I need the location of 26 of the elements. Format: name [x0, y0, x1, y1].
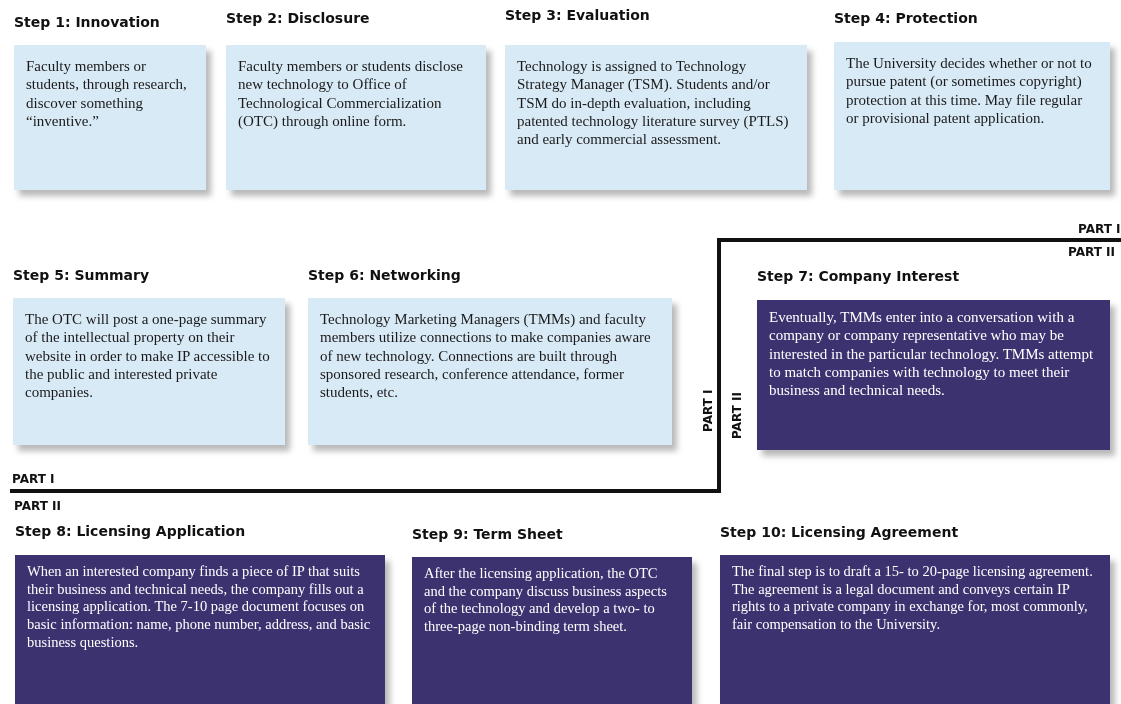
step-heading: Step 6: Networking [308, 267, 461, 283]
step-description: When an interested company finds a piece of IP that suits their business and technical needs, the company fills out a licensing application. The 7-10 page document focuses on basic information: name, phone number, address, and basic business questions. [27, 563, 372, 652]
step-description: Eventually, TMMs enter into a conversation with a company or company representative who may be interested in the particular technology. TMMs attempt to match companies with technology to meet their business and technical needs. [769, 308, 1095, 400]
step-description: The OTC will post a one-page summary of the intellectual property on their website in order to make IP accessible to the public and interested private companies. [25, 310, 271, 402]
step-description: Faculty members or students disclose new technology to Office of Technological Commercialization (OTC) through online form. [238, 57, 464, 131]
part-label: PART I [1078, 222, 1121, 236]
part-label: PART I [12, 472, 55, 486]
step-description: Technology Marketing Managers (TMMs) and faculty members utilize connections to make companies aware of new technology. Connections are built through sponsored research, conference attendance, former students, etc. [320, 310, 652, 402]
step-description: The University decides whether or not to pursue patent (or sometimes copyright) protection at this time. May file regular or provisional patent application. [846, 54, 1093, 128]
step-heading: Step 2: Disclosure [226, 10, 370, 26]
step-heading: Step 7: Company Interest [757, 268, 960, 284]
part-label: PART I [701, 389, 715, 432]
step-heading: Step 1: Innovation [14, 14, 160, 30]
part-label: PART II [14, 499, 61, 513]
step-description: Technology is assigned to Technology Strategy Manager (TSM). Students and/or TSM do in-depth evaluation, including patented technology literature survey (PTLS) and early commercial assessment. [517, 57, 790, 149]
step-heading: Step 9: Term Sheet [412, 526, 563, 542]
step-description: The final step is to draft a 15- to 20-page licensing agreement. The agreement is a legal document and conveys certain IP rights to a private company in exchange for, most commonly, fair compensation to the University. [732, 563, 1094, 634]
step-heading: Step 4: Protection [834, 10, 978, 26]
step-description: After the licensing application, the OTC and the company discuss business aspects of the technology and develop a two- to three-page non-binding term sheet. [424, 565, 668, 636]
step-heading: Step 5: Summary [13, 267, 150, 283]
part-label: PART II [1068, 245, 1115, 259]
part-label: PART II [730, 392, 744, 439]
step-heading: Step 8: Licensing Application [15, 523, 246, 539]
step-heading: Step 3: Evaluation [505, 7, 650, 23]
step-heading: Step 10: Licensing Agreement [720, 524, 959, 540]
step-description: Faculty members or students, through research, discover something “inventive.” [26, 57, 188, 131]
